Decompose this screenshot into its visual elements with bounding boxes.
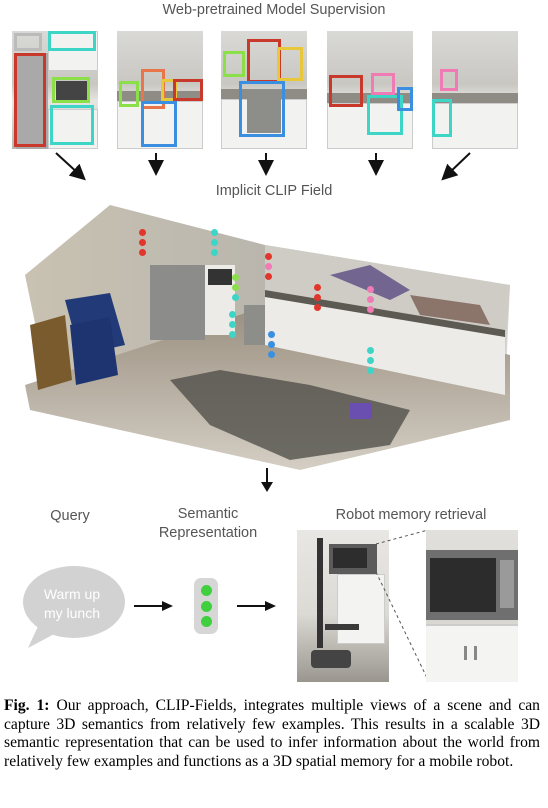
bbox-red <box>173 79 203 101</box>
figure-caption: Fig. 1: Our approach, CLIP-Fields, integ… <box>4 697 540 771</box>
semantic-dot <box>200 615 212 627</box>
robot-photo <box>297 530 389 682</box>
bbox-red <box>14 53 46 147</box>
semantic-dot <box>200 585 212 597</box>
semantic-dots-blue <box>268 331 275 358</box>
zoom-lines <box>375 529 429 681</box>
semantic-dots-red-2 <box>265 253 272 280</box>
kitchen-photo-2 <box>117 31 203 149</box>
bbox-red <box>247 39 281 83</box>
semantic-dots-red-1 <box>139 229 146 256</box>
bbox-blue <box>141 101 177 147</box>
query-text-line1: Warm up <box>43 586 101 602</box>
speech-bubble-icon <box>23 566 125 648</box>
bbox-teal <box>367 95 403 135</box>
bbox-yellow <box>277 47 303 81</box>
bbox-red <box>329 75 363 107</box>
semantic-label: Semantic Representation <box>148 505 268 543</box>
kitchen-photo-4 <box>327 31 413 149</box>
semantic-label-line2: Representation <box>158 525 258 541</box>
down-arrow-icon <box>261 468 273 492</box>
caption-text: Our approach, CLIP-Fields, integrates mu… <box>4 697 540 770</box>
middle-label: Implicit CLIP Field <box>215 183 333 199</box>
right-arrow-icon <box>134 601 173 611</box>
query-label: Query <box>50 508 90 524</box>
semantic-label-line1: Semantic <box>177 506 239 522</box>
caption-fig-label: Fig. 1: <box>4 697 50 714</box>
semantic-dots-teal-1 <box>211 229 218 256</box>
bbox-teal <box>432 99 452 137</box>
bbox-green <box>52 77 90 103</box>
kitchen-photo-3 <box>221 31 307 149</box>
kitchen-photo-5 <box>432 31 518 149</box>
bbox-blue <box>397 87 413 111</box>
semantic-dots-teal-2 <box>229 311 236 338</box>
bbox-green <box>119 81 139 107</box>
right-arrow-icon <box>237 601 276 611</box>
semantic-dots-green <box>232 274 239 301</box>
query-text: Warm up my lunch <box>22 585 122 623</box>
bbox-green <box>223 51 245 77</box>
top-label: Web-pretrained Model Supervision <box>162 2 386 18</box>
bbox-teal-2 <box>50 105 94 145</box>
semantic-dots-pink <box>367 286 374 313</box>
down-arrow-icon <box>55 152 471 181</box>
bbox-pink <box>371 73 395 95</box>
microwave-zoom-photo <box>426 530 518 682</box>
point-cloud-scan <box>25 205 510 470</box>
retrieval-label: Robot memory retrieval <box>335 507 487 523</box>
kitchen-photo-1 <box>12 31 98 149</box>
bbox-blue <box>239 81 285 137</box>
semantic-dot <box>200 600 212 612</box>
semantic-representation <box>194 578 218 634</box>
bbox-pink <box>440 69 458 91</box>
query-text-line2: my lunch <box>43 605 101 621</box>
semantic-dots-teal-3 <box>367 347 374 374</box>
bbox-gray <box>14 33 42 51</box>
semantic-dots-red-3 <box>314 284 321 311</box>
bbox-teal <box>48 31 96 51</box>
